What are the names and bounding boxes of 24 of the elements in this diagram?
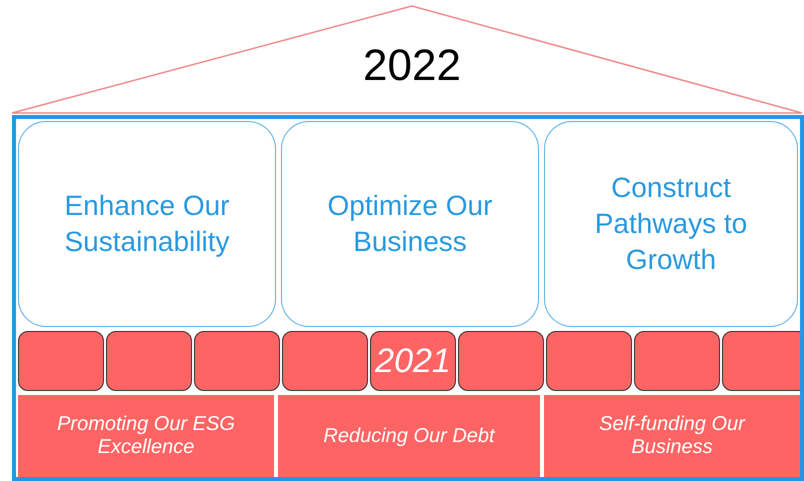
brick [634, 331, 720, 391]
year-label: 2021 [375, 340, 451, 382]
pillar-label: Enhance Our Sustainability [64, 189, 230, 259]
year-label: 2022 [362, 40, 462, 92]
pillar-label: Optimize Our Business [326, 189, 494, 259]
brick [106, 331, 192, 391]
foundation-block [278, 395, 540, 477]
foundation-block [544, 395, 800, 477]
pillar-box [18, 121, 276, 327]
brick [282, 331, 368, 391]
pillar-box [544, 121, 798, 327]
brick [458, 331, 544, 391]
brick [18, 331, 104, 391]
brick [546, 331, 632, 391]
foundation-label: Reducing Our Debt [323, 424, 495, 448]
house-frame [12, 115, 804, 481]
brick [722, 331, 800, 391]
foundation-block [18, 395, 274, 477]
pillar-label: Construct Pathways to Growth [594, 171, 748, 277]
foundation-label: Promoting Our ESG Excellence [56, 413, 236, 459]
brick [370, 331, 456, 391]
brick [194, 331, 280, 391]
foundation-label: Self-funding Our Business [598, 413, 746, 459]
pillar-box [281, 121, 539, 327]
